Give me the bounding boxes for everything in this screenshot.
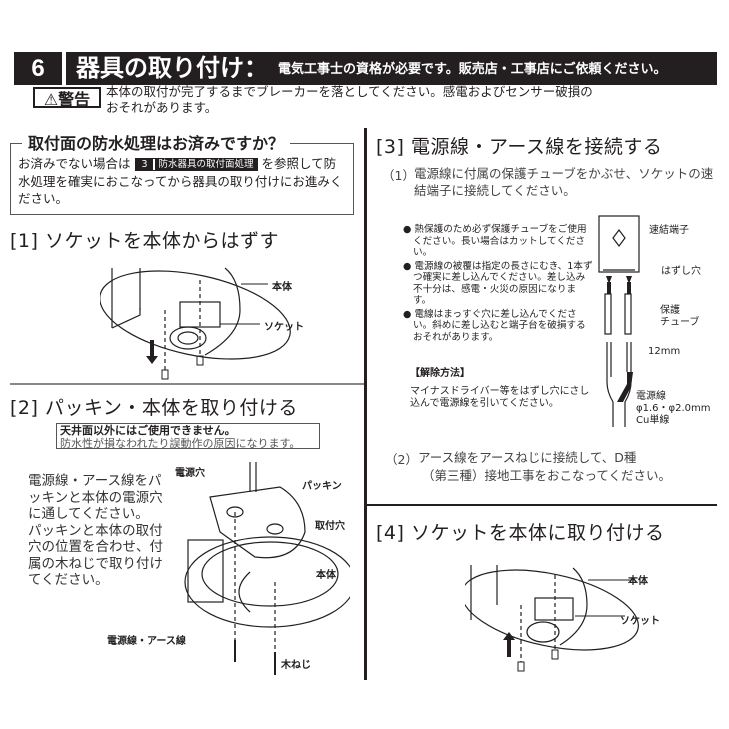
step3-heading: [3] 電源線・アース線を接続する bbox=[376, 136, 663, 158]
label-packing: パッキン bbox=[302, 481, 342, 492]
header-separator bbox=[62, 52, 66, 85]
label-strip-length: 12mm bbox=[648, 346, 681, 357]
section-subtitle: 電気工事士の資格が必要です。販売店・工事店にご依頼ください。 bbox=[278, 62, 667, 77]
label-protective-tube: 保護チューブ bbox=[660, 305, 700, 328]
warning-line-1: 本体の取付が完了するまでブレーカーを落としてください。感電およびセンサー破損の bbox=[106, 84, 593, 99]
socket-removal-illustration bbox=[100, 267, 291, 380]
label-release-hole: はずし穴 bbox=[661, 266, 701, 277]
warning-text: 本体の取付が完了するまでブレーカーを落としてください。感電およびセンサー破損の … bbox=[106, 84, 706, 116]
label-wood-screw: 木ねじ bbox=[281, 660, 311, 671]
release-text: マイナスドライバー等をはずし穴にさし込んで電源線を引いてください。 bbox=[410, 386, 590, 409]
packing-body-illustration bbox=[184, 462, 350, 675]
release-method: 【解除方法】 マイナスドライバー等をはずし穴にさし込んで電源線を引いてください。 bbox=[410, 368, 590, 410]
label-body-4: 本体 bbox=[628, 576, 648, 587]
step3-sub1-text: 電源線に付属の保護チューブをかぶせ、ソケットの速結端子に接続してください。 bbox=[414, 166, 714, 198]
instruction-1: 電源線・アース線をパッキンと本体の電源穴に通してください。 bbox=[28, 473, 163, 522]
section-number: 6 bbox=[31, 55, 45, 82]
ref-label: 防水器具の取付面処理 bbox=[158, 159, 254, 170]
label-socket-4: ソケット bbox=[620, 616, 660, 627]
note-line-2: 防水性が損なわれたり誤動作の原因になります。 bbox=[60, 436, 301, 450]
bullet-item: ● 熱保護のため必ず保護チューブをご使用ください。長い場合はカットしてください。 bbox=[403, 224, 587, 258]
warning-line-2: おそれがあります。 bbox=[106, 100, 218, 115]
left-divider bbox=[10, 383, 364, 385]
terminal-wire-diagram bbox=[598, 215, 640, 427]
text-before: お済みでない場合は bbox=[18, 156, 131, 171]
section-title: 器具の取り付け： bbox=[76, 54, 268, 82]
column-divider bbox=[364, 128, 367, 680]
waterproof-box-title: 取付面の防水処理はお済みですか？ bbox=[22, 130, 291, 154]
section-header: 6 器具の取り付け： 電気工事士の資格が必要です。販売店・工事店にご依頼ください… bbox=[14, 52, 717, 85]
text-after: を参照して防水処理を確実におこなってから器具の取り付けにお進みください。 bbox=[18, 156, 343, 206]
socket-attach-illustration bbox=[465, 565, 639, 672]
step3-sub1-number: （1） bbox=[382, 168, 415, 183]
note-line-1: 天井面以外にはご使用できません。 bbox=[60, 424, 236, 437]
step1-heading: [1] ソケットを本体からはずす bbox=[10, 230, 279, 252]
bullet-item: ● 電線はまっすぐ穴に差し込んでください。斜めに差し込むと端子台を破損するおそれ… bbox=[403, 308, 586, 343]
right-divider bbox=[367, 504, 717, 506]
instruction-2: パッキンと本体の取付穴の位置を合わせ、付属の木ねじで取り付けてください。 bbox=[28, 522, 163, 589]
label-socket: ソケット bbox=[264, 322, 304, 333]
step2-instructions: 電源線・アース線をパッキンと本体の電源穴に通してください。 パッキンと本体の取付… bbox=[28, 473, 168, 589]
step3-sub2-text: アース線をアースねじに接続して、D種 （第三種）接地工事をおこなってください。 bbox=[418, 450, 672, 483]
label-power-hole: 電源穴 bbox=[175, 468, 205, 479]
label-body: 本体 bbox=[272, 282, 292, 293]
ref-number: 3 bbox=[138, 159, 155, 170]
label-mount-hole: 取付穴 bbox=[315, 521, 345, 532]
release-title: 【解除方法】 bbox=[410, 368, 470, 379]
label-body-2: 本体 bbox=[316, 570, 336, 581]
step3-bullets: ● 熱保護のため必ず保護チューブをご使用ください。長い場合はカットしてください。… bbox=[403, 224, 593, 345]
step3-sub2-number: （2） bbox=[385, 452, 418, 467]
step2-heading: [2] パッキン・本体を取り付ける bbox=[10, 397, 298, 419]
label-terminal: 速結端子 bbox=[649, 225, 689, 236]
step4-heading: [4] ソケットを本体に取り付ける bbox=[376, 522, 665, 544]
step2-caution-note: 天井面以外にはご使用できません。 防水性が損なわれたり誤動作の原因になります。 bbox=[56, 423, 320, 449]
warning-badge: ⚠警告 bbox=[33, 87, 101, 109]
label-wires: 電源線・アース線 bbox=[107, 636, 186, 647]
bullet-item: ● 電源線の被覆は指定の長さにむき、1本ずつ確実に差し込んでください。差し込み不… bbox=[403, 260, 593, 307]
